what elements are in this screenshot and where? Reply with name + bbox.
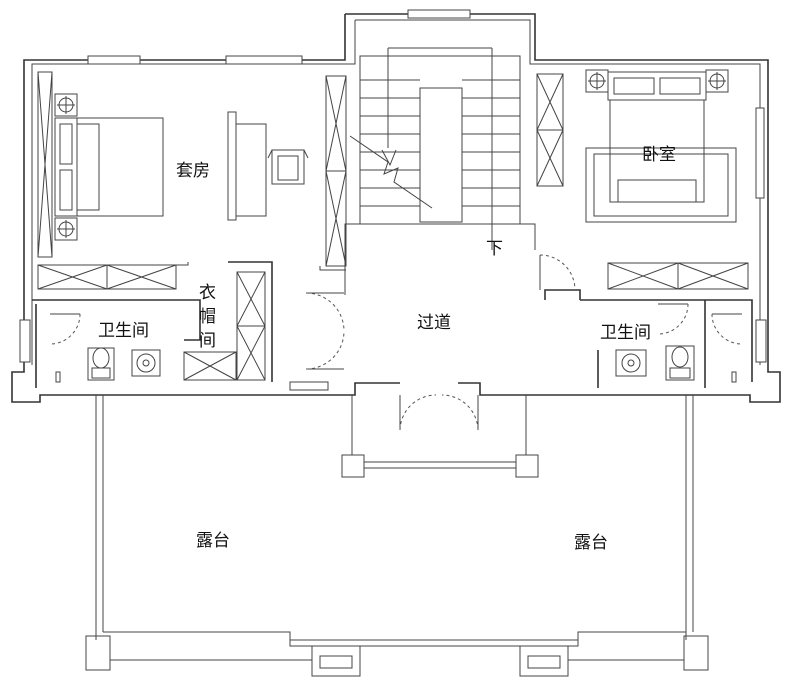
interior-partitions: [32, 261, 753, 388]
suite-bed: [54, 117, 164, 217]
label-suite: 套房: [176, 161, 210, 181]
doors: [305, 254, 576, 431]
stair-arrow: [381, 149, 397, 167]
label-cloakroom-2: 帽: [199, 307, 216, 327]
bedroom-lamp-left: [585, 69, 609, 93]
suite-room: [37, 71, 347, 290]
stair-break-line: [349, 135, 433, 209]
label-stair-down: 下: [486, 239, 503, 259]
label-bedroom: 卧室: [642, 145, 676, 165]
stair-treads-left: [360, 79, 420, 207]
label-bath-left: 卫生间: [98, 321, 149, 341]
label-cloakroom-1: 衣: [199, 283, 216, 303]
cloakroom: [183, 271, 266, 381]
staircase: [344, 47, 536, 295]
nightstand-lamp-top: [54, 93, 78, 117]
nightstand-lamp-bottom: [54, 217, 78, 241]
room-labels: 套房 卧室 过道 下 衣 帽 间 卫生间 卫生间 露台 露台: [98, 145, 676, 553]
bath-left: [49, 313, 161, 383]
label-corridor: 过道: [417, 313, 451, 333]
windows: [19, 9, 767, 391]
bedroom-wardrobe: [607, 262, 749, 290]
bedroom-bed: [607, 71, 707, 203]
suite-wardrobe-long: [37, 262, 189, 290]
partition-wardrobe: [319, 75, 347, 271]
terrace: [85, 395, 709, 677]
bath-right: [615, 303, 743, 383]
label-bath-right: 卫生间: [600, 323, 651, 343]
stair-treads-right: [462, 79, 520, 207]
label-cloakroom-3: 间: [199, 331, 216, 351]
bedroom-rug: [585, 147, 737, 223]
label-terrace-left: 露台: [196, 531, 230, 551]
desk-and-chair: [227, 111, 309, 221]
label-terrace-right: 露台: [574, 533, 608, 553]
bedroom-room: [536, 69, 749, 290]
bedroom-lamp-right: [705, 69, 729, 93]
entry-porch: [341, 395, 539, 478]
